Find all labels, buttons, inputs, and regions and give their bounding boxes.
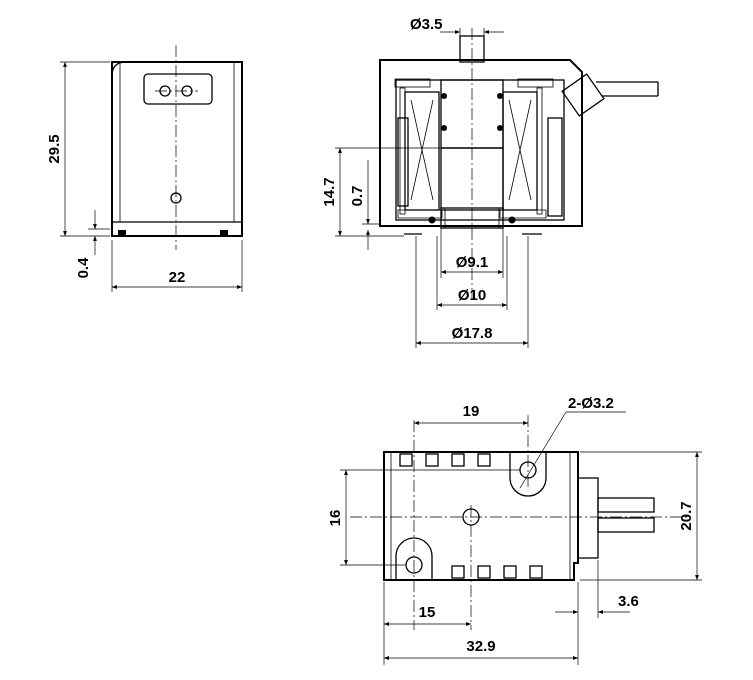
section-frame-right — [547, 117, 563, 217]
dim-label-dia-3-5: Ø3.5 — [410, 16, 443, 33]
dim-label-29-5: 29.5 — [46, 134, 63, 163]
front-terminal-plate — [143, 73, 213, 105]
leader-2-dia-3-2 — [519, 411, 567, 489]
dim-label-3-6: 3.6 — [618, 593, 639, 610]
bottom-view: 19 2-Ø3.2 16 20.7 15 32.9 3.6 — [327, 395, 702, 665]
dim-label-22: 22 — [169, 269, 186, 286]
front-view: 29.5 0.4 22 — [46, 45, 243, 292]
bottom-connector-pin-top — [597, 497, 655, 513]
dim-label-32-9: 32.9 — [466, 638, 495, 655]
section-housing — [379, 59, 583, 227]
bottom-connector-block — [577, 477, 599, 559]
dim-label-15: 15 — [419, 604, 436, 621]
dim-label-19: 19 — [463, 403, 480, 420]
dim-label-20-7: 20.7 — [678, 501, 695, 530]
bottom-mount-ear-right — [509, 452, 547, 497]
dim-label-dia-10: Ø10 — [458, 287, 486, 304]
front-foot-right — [220, 230, 228, 236]
bottom-body-outline — [383, 451, 579, 581]
front-body-corner — [111, 61, 127, 77]
dim-label-dia-17-8: Ø17.8 — [452, 325, 493, 342]
dim-label-0-4: 0.4 — [75, 257, 92, 279]
dim-label-16: 16 — [327, 510, 344, 527]
bottom-mount-ear-left — [395, 537, 433, 580]
dim-label-dia-9-1: Ø9.1 — [456, 254, 489, 271]
front-foot-left — [118, 230, 126, 236]
section-cable-gland — [561, 73, 605, 117]
front-body-outline — [111, 61, 243, 237]
dim-label-0-7: 0.7 — [349, 186, 366, 207]
section-oring-left — [428, 216, 436, 224]
bottom-connector-pin-bottom — [597, 517, 655, 533]
section-oring-right — [508, 216, 516, 224]
section-view: Ø3.5 14.7 0.7 Ø9.1 Ø10 Ø17.8 — [321, 16, 659, 348]
dim-label-14-7: 14.7 — [321, 177, 338, 206]
dim-label-2-dia-3-2: 2-Ø3.2 — [568, 395, 614, 412]
